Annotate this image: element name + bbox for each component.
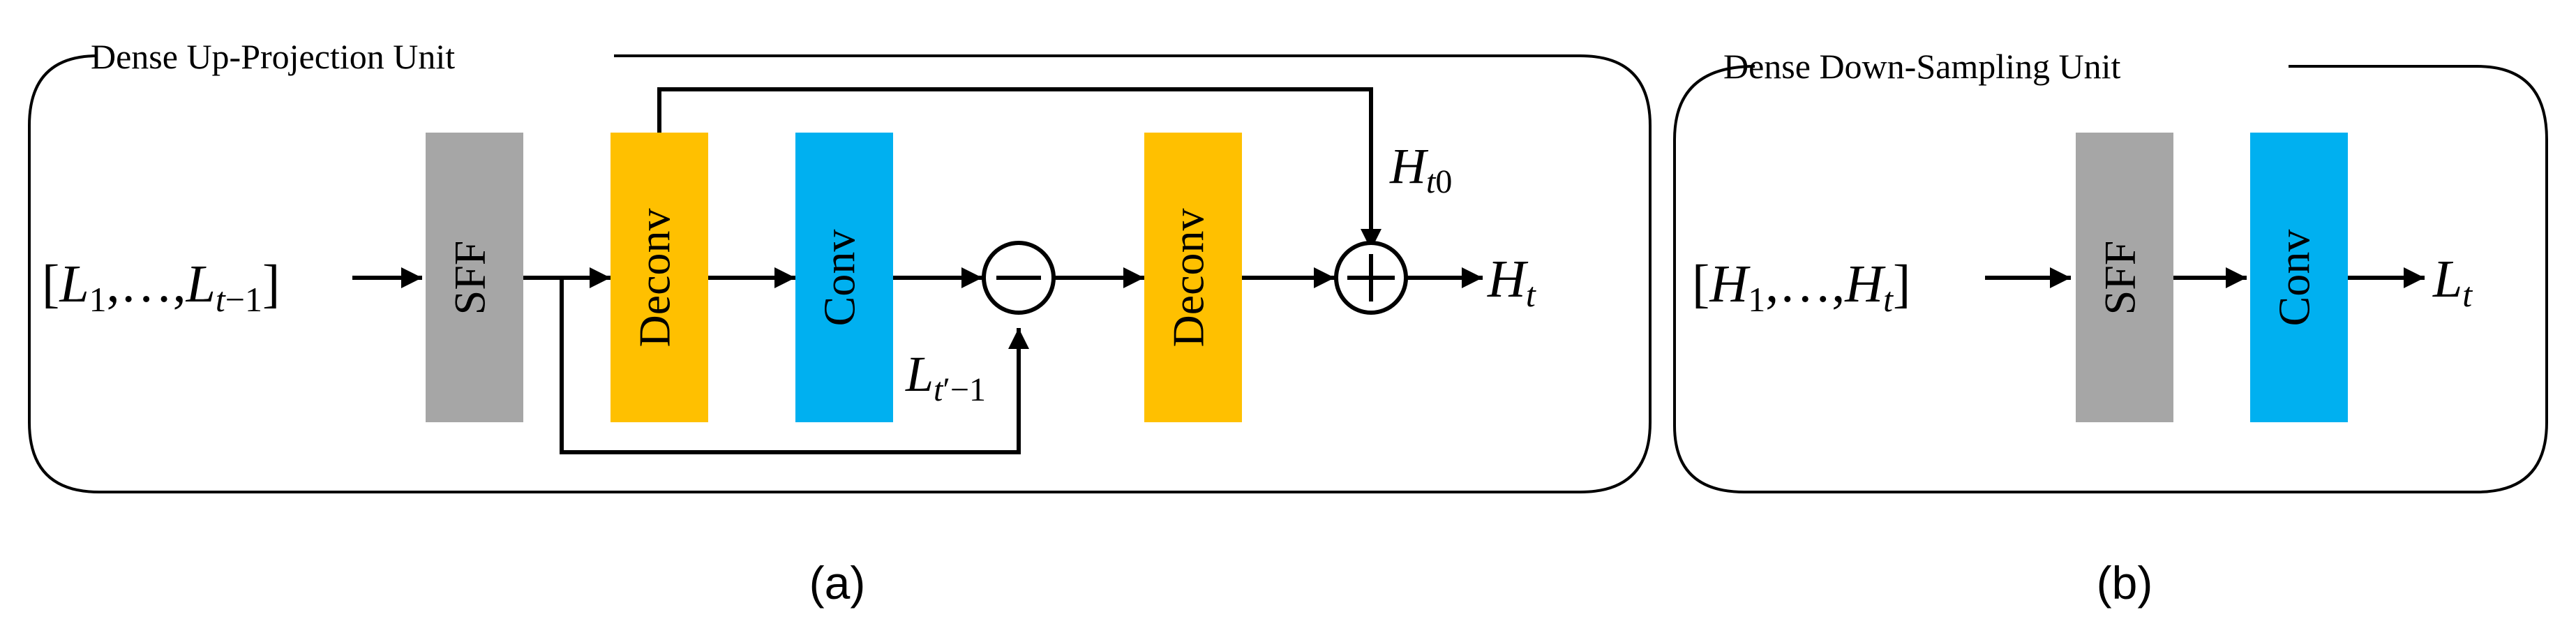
- deconv-block-2: [1144, 133, 1242, 422]
- panel-a-output-label: Ht: [1487, 250, 1536, 314]
- panel-b-input-label: [H1,…,Ht]: [1692, 255, 1910, 319]
- skip-label: Ht0: [1389, 138, 1452, 200]
- panel-a-frame: [28, 54, 1652, 493]
- panel-a-caption: (a): [809, 557, 866, 609]
- sff-block-a-label: SFF: [445, 241, 495, 315]
- panel-b-output-label: Lt: [2432, 250, 2473, 314]
- panel-b-title: Dense Down-Sampling Unit: [1723, 47, 2120, 86]
- panel-a-input-label: [L1,…,Lt−1]: [42, 255, 280, 319]
- conv-block-a: [795, 133, 893, 422]
- add-operator: [1334, 241, 1408, 315]
- conv-block-a-label: Conv: [815, 230, 864, 327]
- conv-block-b-label: Conv: [2270, 230, 2319, 327]
- conv-block-b: [2250, 133, 2348, 422]
- panel-a: Dense Up-Projection Unit [L1,…,Lt−1] SFF…: [28, 37, 1652, 609]
- panel-b: Dense Down-Sampling Unit [H1,…,Ht] SFF C…: [1673, 47, 2548, 609]
- panel-a-title: Dense Up-Projection Unit: [91, 37, 455, 76]
- sff-block-a: [426, 133, 523, 422]
- deconv-block-2-label: Deconv: [1164, 208, 1213, 347]
- residual-label: Lt′−1: [905, 346, 986, 408]
- bypass-line: [560, 278, 1029, 454]
- deconv-block-1: [611, 133, 708, 422]
- panel-b-frame: [1673, 65, 2548, 493]
- skip-connection: [657, 87, 1381, 250]
- subtract-operator: [982, 241, 1056, 315]
- deconv-block-1-label: Deconv: [630, 208, 680, 347]
- sff-block-b-label: SFF: [2095, 241, 2145, 315]
- sff-block-b: [2076, 133, 2173, 422]
- panel-b-caption: (b): [2097, 557, 2153, 609]
